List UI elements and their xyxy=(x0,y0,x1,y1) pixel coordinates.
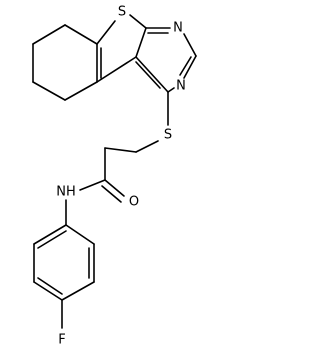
bond xyxy=(79,179,106,191)
bond xyxy=(37,230,67,249)
atom-label-n-mid: N xyxy=(176,79,186,94)
atom-label-n-top: N xyxy=(173,21,183,36)
atom-labels: S N N S O NH F xyxy=(56,5,186,348)
bond xyxy=(37,277,63,295)
bond xyxy=(33,224,67,245)
bond xyxy=(96,20,116,45)
bond xyxy=(33,281,63,301)
structure-canvas: S N N S O NH F xyxy=(32,5,197,348)
bond xyxy=(96,56,137,83)
bond xyxy=(135,27,147,58)
atom-label-fluorine: F xyxy=(58,333,65,348)
bond xyxy=(183,55,197,79)
bond xyxy=(32,81,66,101)
bond xyxy=(167,87,175,93)
atom-label-s-thioether: S xyxy=(164,128,172,143)
bond xyxy=(129,14,147,29)
bond xyxy=(135,61,161,89)
bond xyxy=(65,224,95,245)
bond xyxy=(104,179,125,197)
bond xyxy=(104,147,137,153)
bond xyxy=(64,81,98,101)
atom-label-s-ring: S xyxy=(118,5,126,20)
bond xyxy=(183,33,197,57)
bonds xyxy=(32,14,197,329)
bond xyxy=(61,281,95,301)
molecule-drawing: S N N S O NH F xyxy=(32,5,197,348)
bond xyxy=(32,24,66,45)
bond xyxy=(135,56,169,93)
bond xyxy=(135,140,159,153)
bond xyxy=(179,56,192,76)
bond xyxy=(64,24,98,45)
atom-label-o-carbonyl: O xyxy=(129,195,139,210)
bond xyxy=(101,185,122,203)
atom-label-nh-amide: NH xyxy=(56,185,76,200)
